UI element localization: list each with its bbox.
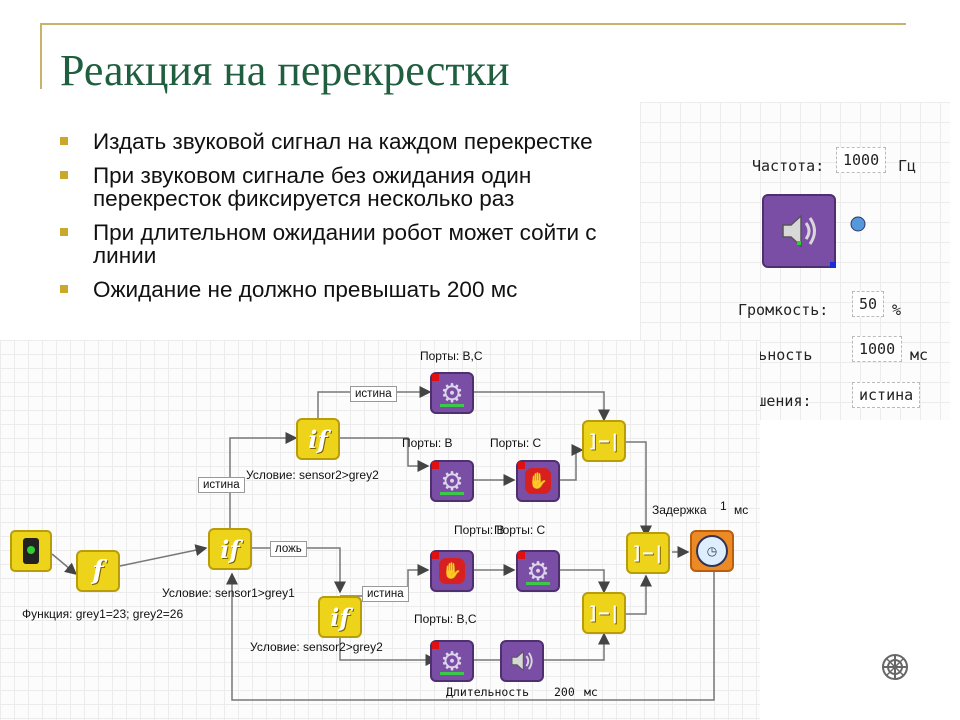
hand-stop-icon: ✋ xyxy=(525,468,551,494)
output-port-icon xyxy=(830,262,836,268)
volume-field[interactable]: 50 xyxy=(852,291,885,317)
sound-block-large[interactable] xyxy=(762,194,836,268)
bullet-item: Издать звуковой сигнал на каждом перекре… xyxy=(60,130,660,153)
duration-bottom-unit: мс xyxy=(584,685,598,699)
sensor-led-icon xyxy=(27,546,35,554)
function-label: Функция: grey1=23; grey2=26 xyxy=(22,607,184,621)
port-marker-icon xyxy=(518,552,525,559)
function-icon: f xyxy=(92,556,104,586)
port-marker-icon xyxy=(432,374,439,381)
port-marker-icon xyxy=(432,552,439,559)
duration-bottom-label: Длительность xyxy=(446,685,530,699)
true-label-left: истина xyxy=(198,477,245,493)
frequency-field[interactable]: 1000 xyxy=(836,147,887,173)
forward-arrow-icon xyxy=(526,582,550,585)
bullet-item: При длительном ожидании робот может сойт… xyxy=(60,221,660,267)
connector-dot-icon[interactable] xyxy=(848,214,868,234)
if-block-sensor1[interactable]: if xyxy=(208,528,252,570)
bullet-square-icon xyxy=(60,228,68,236)
gear-icon: ⚙ xyxy=(440,465,464,496)
hand-stop-icon: ✋ xyxy=(439,558,465,584)
ports-bc-bottom-label: Порты: B,C xyxy=(414,612,477,626)
join-block-mid[interactable]: ]−| xyxy=(626,532,670,574)
if-block-sensor2-low[interactable]: if xyxy=(318,596,362,638)
false-label: ложь xyxy=(270,541,307,557)
bullet-square-icon xyxy=(60,171,68,179)
frame-top-line xyxy=(40,23,906,25)
wait-field[interactable]: истина xyxy=(852,382,921,408)
if-block-sensor2-top[interactable]: if xyxy=(296,418,340,460)
if-icon: if xyxy=(308,424,328,454)
frequency-unit: Гц xyxy=(898,157,917,175)
ports-c-label: Порты: C xyxy=(490,436,542,450)
forward-arrow-icon xyxy=(440,672,464,675)
join-block-top[interactable]: ]−| xyxy=(582,420,626,462)
bullet-text: При длительном ожидании робот может сойт… xyxy=(93,220,597,268)
if-icon: if xyxy=(330,602,350,632)
ports-b-label: Порты: B xyxy=(402,436,453,450)
join-icon: ]−| xyxy=(587,430,621,452)
forward-arrow-icon xyxy=(440,492,464,495)
frequency-label: Частота: xyxy=(752,157,825,175)
bullet-square-icon xyxy=(60,137,68,145)
bullet-item: При звуковом сигнале без ожидания один п… xyxy=(60,164,660,210)
duration-unit: мс xyxy=(910,346,929,364)
bullet-item: Ожидание не должно превышать 200 мс xyxy=(60,278,660,301)
delay-label: Задержка xyxy=(652,503,707,517)
condition-mid-label: Условие: sensor1>grey1 xyxy=(162,586,295,600)
frame-left-line xyxy=(40,23,42,89)
stop-block-c[interactable]: ✋ xyxy=(516,460,560,502)
gear-icon: ⚙ xyxy=(440,645,464,676)
port-marker-icon xyxy=(432,642,439,649)
sound-properties-panel: Частота: 1000 Гц Громкость: 50 % Длитель… xyxy=(640,102,950,420)
wait-block[interactable]: ◷ xyxy=(690,530,734,572)
speaker-icon xyxy=(764,196,834,266)
port-marker-icon xyxy=(432,462,439,469)
function-block[interactable]: f xyxy=(76,550,120,592)
motor-block-bc-bottom[interactable]: ⚙ xyxy=(430,640,474,682)
if-icon: if xyxy=(220,534,240,564)
condition-top-label: Условие: sensor2>grey2 xyxy=(246,468,379,482)
motor-block-c[interactable]: ⚙ xyxy=(516,550,560,592)
join-icon: ]−| xyxy=(587,602,621,624)
clock-icon: ◷ xyxy=(696,535,728,567)
bullet-list: Издать звуковой сигнал на каждом перекре… xyxy=(60,130,660,312)
join-icon: ]−| xyxy=(631,542,665,564)
condition-low-label: Условие: sensor2>grey2 xyxy=(250,640,383,654)
duration-field[interactable]: 1000 xyxy=(852,336,903,362)
motor-block-b[interactable]: ⚙ xyxy=(430,460,474,502)
port-marker-icon xyxy=(518,462,525,469)
forward-arrow-icon xyxy=(440,404,464,407)
delay-value: 1 xyxy=(720,499,727,513)
bullet-square-icon xyxy=(60,285,68,293)
speaker-icon xyxy=(502,642,542,680)
ports-c-label-2: Порты: C xyxy=(494,523,546,537)
program-diagram: Порты: B,C истина Порты: B Порты: C Усло… xyxy=(0,340,760,720)
light-sensor-block[interactable] xyxy=(10,530,52,572)
stop-block-b[interactable]: ✋ xyxy=(430,550,474,592)
volume-label: Громкость: xyxy=(738,301,829,319)
true-label-top: истина xyxy=(350,386,397,402)
join-block-low[interactable]: ]−| xyxy=(582,592,626,634)
volume-unit: % xyxy=(892,301,902,319)
gear-icon: ⚙ xyxy=(526,555,550,586)
bullet-text: Издать звуковой сигнал на каждом перекре… xyxy=(93,129,593,154)
ports-bc-top-label: Порты: B,C xyxy=(420,349,483,363)
true-label-lower: истина xyxy=(362,586,409,602)
slide-title: Реакция на перекрестки xyxy=(60,46,510,95)
motor-block-bc-top[interactable]: ⚙ xyxy=(430,372,474,414)
sound-block-small[interactable] xyxy=(500,640,544,682)
bullet-text: При звуковом сигнале без ожидания один п… xyxy=(93,163,532,211)
ports-b-label-2: Порты: B xyxy=(454,523,505,537)
logo-icon xyxy=(882,654,908,680)
bullet-text: Ожидание не должно превышать 200 мс xyxy=(93,277,518,302)
gear-icon: ⚙ xyxy=(440,377,464,408)
duration-bottom-value: 200 xyxy=(554,685,575,699)
delay-unit: мс xyxy=(734,503,749,517)
